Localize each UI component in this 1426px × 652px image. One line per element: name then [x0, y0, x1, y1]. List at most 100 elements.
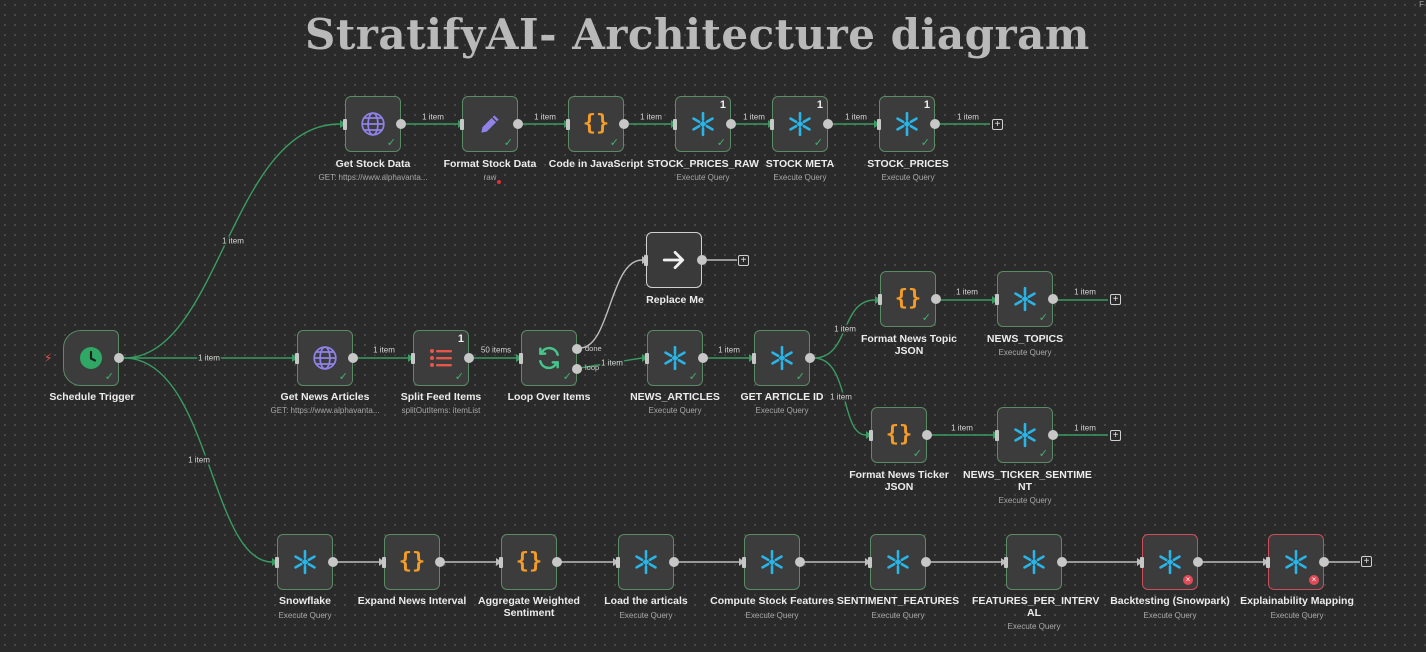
- input-port[interactable]: [995, 294, 999, 305]
- node-label: Get News Articles: [280, 391, 370, 403]
- output-port[interactable]: [823, 119, 833, 129]
- node-split-feed-items[interactable]: 1 ✓: [411, 330, 474, 386]
- edge-label-item-count: 1 item: [187, 455, 211, 465]
- output-port[interactable]: [464, 353, 474, 363]
- node-stock-prices[interactable]: 1 ✓: [877, 96, 940, 152]
- add-node-button[interactable]: +: [1110, 294, 1121, 305]
- input-port[interactable]: [411, 353, 415, 364]
- output-port[interactable]: [1048, 430, 1058, 440]
- success-check-icon: ✓: [386, 137, 396, 149]
- node-subtitle: GET: https://www.alphavanta...: [270, 406, 380, 415]
- input-port[interactable]: [1140, 557, 1144, 568]
- node-aggregate-weighted-sentiment[interactable]: {}: [499, 534, 562, 590]
- output-port[interactable]: [396, 119, 406, 129]
- output-port[interactable]: [1319, 557, 1329, 567]
- node-news-topics[interactable]: ✓: [995, 271, 1058, 327]
- add-node-button[interactable]: +: [738, 255, 749, 266]
- output-port[interactable]: [1193, 557, 1203, 567]
- output-port[interactable]: [348, 353, 358, 363]
- node-snowflake[interactable]: [275, 534, 338, 590]
- input-port[interactable]: [878, 294, 882, 305]
- edge-label-item-count: 1 item: [955, 287, 979, 297]
- output-port[interactable]: [795, 557, 805, 567]
- input-port[interactable]: [770, 119, 774, 130]
- node-backtesting-snowpark[interactable]: ×: [1140, 534, 1203, 590]
- node-sentiment-features[interactable]: [868, 534, 931, 590]
- node-label: STOCK META: [765, 158, 835, 170]
- node-label: Format News Topic JSON: [860, 333, 958, 357]
- node-load-the-articals[interactable]: [616, 534, 679, 590]
- node-features-per-interval[interactable]: [1004, 534, 1067, 590]
- input-port[interactable]: [752, 353, 756, 364]
- snowflake-icon: [1157, 549, 1183, 575]
- node-news-ticker-sentiment[interactable]: ✓: [995, 407, 1058, 463]
- input-port[interactable]: [616, 557, 620, 568]
- node-get-news-articles[interactable]: ✓: [295, 330, 358, 386]
- input-port[interactable]: [460, 119, 464, 130]
- input-port[interactable]: [499, 557, 503, 568]
- input-port[interactable]: [566, 119, 570, 130]
- output-port[interactable]: [328, 557, 338, 567]
- output-port[interactable]: [1057, 557, 1067, 567]
- add-node-button[interactable]: +: [1361, 556, 1372, 567]
- node-format-news-topic-json[interactable]: {} ✓: [878, 271, 941, 327]
- output-port-loop[interactable]: [572, 364, 582, 374]
- output-port[interactable]: [726, 119, 736, 129]
- output-port[interactable]: [931, 294, 941, 304]
- snowflake-icon: [690, 111, 716, 137]
- input-port[interactable]: [1004, 557, 1008, 568]
- node-stock-meta[interactable]: 1 ✓: [770, 96, 833, 152]
- output-port[interactable]: [698, 353, 708, 363]
- node-news-articles[interactable]: ✓: [645, 330, 708, 386]
- output-port[interactable]: [114, 353, 124, 363]
- node-compute-stock-features[interactable]: [742, 534, 805, 590]
- input-port[interactable]: [869, 430, 873, 441]
- edge-label-item-count: 1 item: [956, 112, 980, 122]
- node-get-stock-data[interactable]: ✓: [343, 96, 406, 152]
- output-port[interactable]: [805, 353, 815, 363]
- input-port[interactable]: [644, 255, 648, 266]
- input-port[interactable]: [343, 119, 347, 130]
- output-port[interactable]: [513, 119, 523, 129]
- output-port[interactable]: [669, 557, 679, 567]
- node-subtitle: Execute Query: [871, 611, 925, 620]
- add-node-button[interactable]: +: [992, 119, 1003, 130]
- node-schedule-trigger[interactable]: ✓: [63, 330, 124, 386]
- input-port[interactable]: [995, 430, 999, 441]
- input-port[interactable]: [645, 353, 649, 364]
- input-port[interactable]: [382, 557, 386, 568]
- output-port-done[interactable]: [572, 344, 582, 354]
- node-replace-me[interactable]: [644, 232, 707, 288]
- input-port[interactable]: [275, 557, 279, 568]
- success-check-icon: ✓: [921, 312, 931, 324]
- output-port[interactable]: [435, 557, 445, 567]
- success-check-icon: ✓: [104, 371, 114, 383]
- edge-loop-done-to-replace: [579, 259, 643, 349]
- node-get-article-id[interactable]: ✓: [752, 330, 815, 386]
- output-port[interactable]: [922, 430, 932, 440]
- output-port[interactable]: [552, 557, 562, 567]
- node-code-in-javascript[interactable]: {} ✓: [566, 96, 629, 152]
- input-port[interactable]: [519, 353, 523, 364]
- input-port[interactable]: [877, 119, 881, 130]
- item-count-badge: 1: [923, 99, 930, 111]
- output-port[interactable]: [619, 119, 629, 129]
- node-format-stock-data[interactable]: ✓: [460, 96, 523, 152]
- input-port[interactable]: [742, 557, 746, 568]
- node-label: GET ARTICLE ID: [740, 391, 824, 403]
- output-port[interactable]: [930, 119, 940, 129]
- input-port[interactable]: [673, 119, 677, 130]
- node-expand-news-interval[interactable]: {}: [382, 534, 445, 590]
- error-icon: ×: [1309, 575, 1319, 585]
- output-port[interactable]: [1048, 294, 1058, 304]
- add-node-button[interactable]: +: [1110, 430, 1121, 441]
- input-port[interactable]: [1266, 557, 1270, 568]
- output-port[interactable]: [921, 557, 931, 567]
- output-port[interactable]: [697, 255, 707, 265]
- node-explainability-mapping[interactable]: ×: [1266, 534, 1329, 590]
- input-port[interactable]: [295, 353, 299, 364]
- input-port[interactable]: [868, 557, 872, 568]
- node-stock-prices-raw[interactable]: 1 ✓: [673, 96, 736, 152]
- node-loop-over-items[interactable]: ✓: [519, 330, 582, 386]
- node-format-news-ticker-json[interactable]: {} ✓: [869, 407, 932, 463]
